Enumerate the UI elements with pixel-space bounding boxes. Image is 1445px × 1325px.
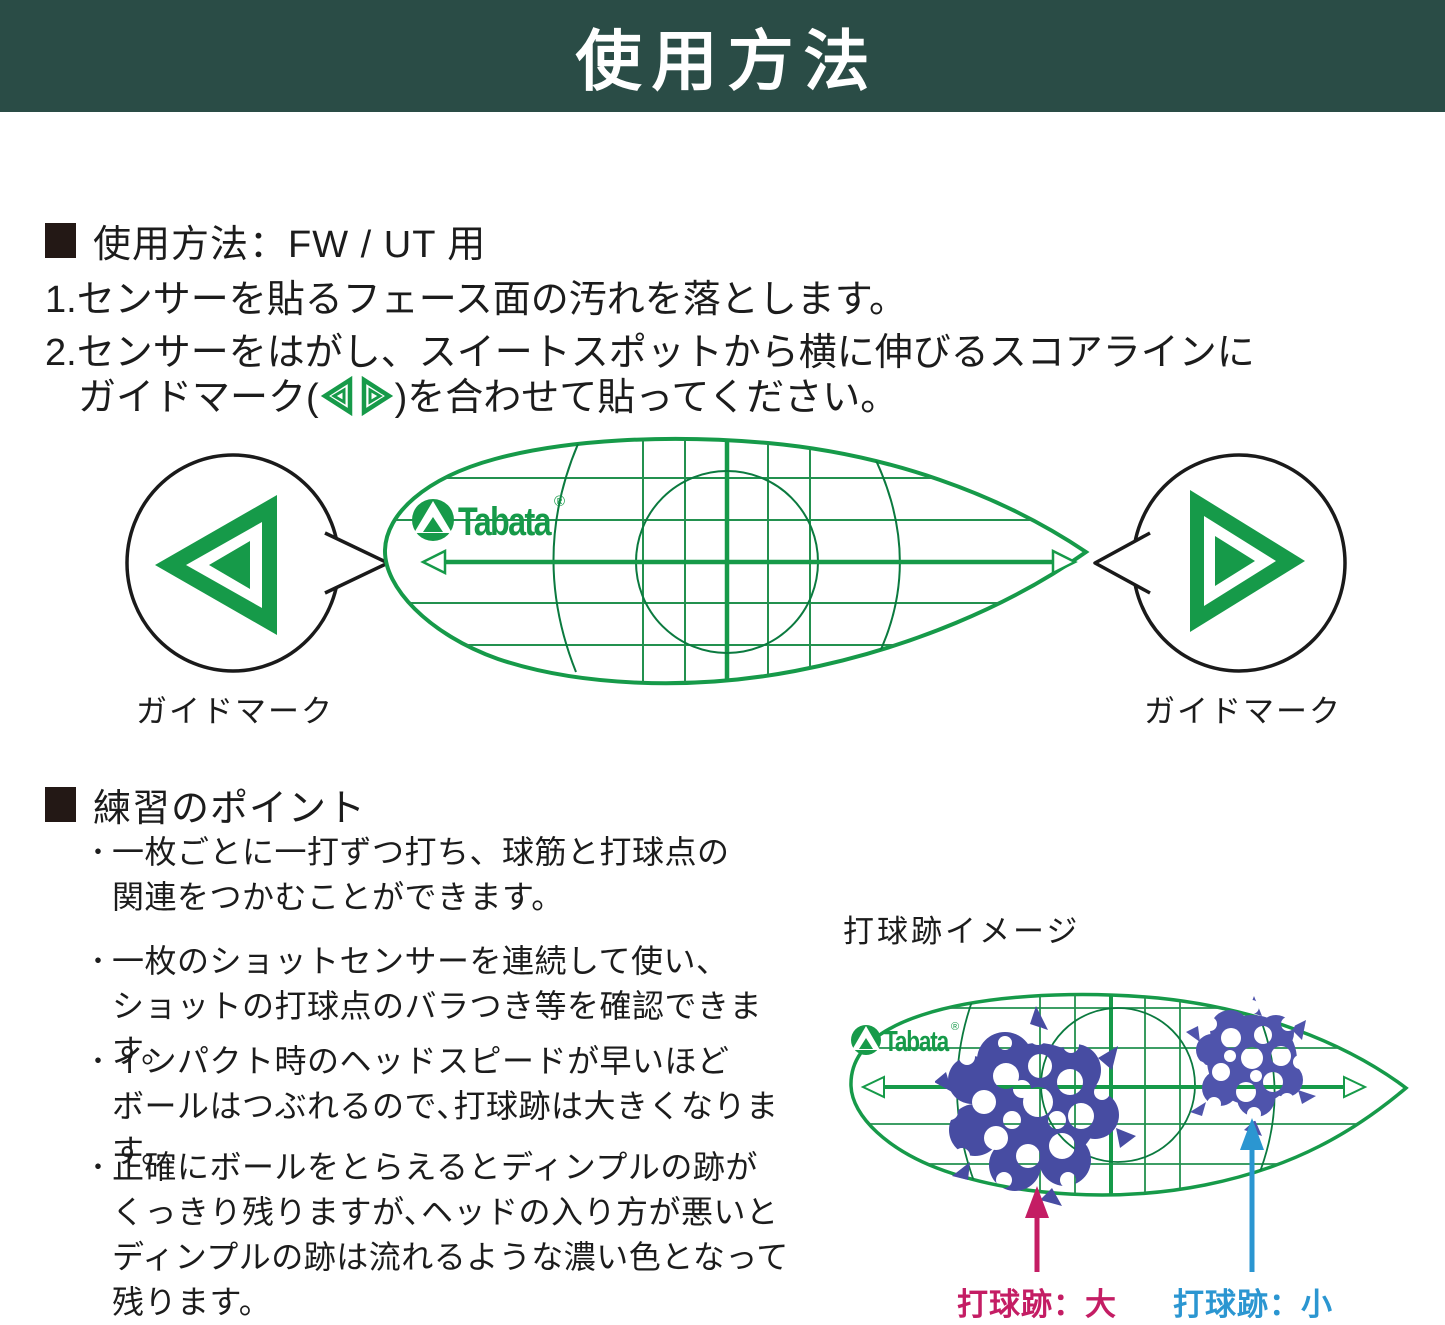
- tabata-logo-text: Tabata: [458, 500, 552, 544]
- step-1-text: 1.センサーを貼るフェース面の汚れを落とします。: [45, 279, 907, 321]
- score-line-arrow: [420, 548, 1078, 576]
- arrow-up-blue-icon: [1240, 1118, 1264, 1272]
- section-heading-practice: 練習のポイント: [45, 777, 366, 832]
- page-title: 使用方法: [575, 24, 880, 98]
- impact-mark-small: [1185, 992, 1320, 1137]
- impact-mark-large: [935, 1000, 1145, 1215]
- practice-point-2-text: 一枚のショットセンサーを連続して使い、 ショットの打球点のバラつき等を確認できま…: [112, 943, 763, 1069]
- guide-mark-label-right: ガイドマーク: [1144, 694, 1342, 729]
- bullet-marker: ・: [85, 946, 112, 976]
- step-2-continued: ガイドマーク( )を合わせて貼ってください。: [78, 366, 898, 421]
- impact-image-caption: 打球跡イメージ: [843, 914, 1081, 949]
- practice-point-4: ・ 正確にボールをとらえるとディンプルの跡が くっきり残りますが､ヘッドの入り方…: [85, 1145, 815, 1325]
- step-2b-suffix: )を合わせて貼ってください。: [394, 377, 899, 419]
- guide-mark-label-left: ガイドマーク: [136, 694, 334, 729]
- bullet-marker: ・: [85, 837, 112, 867]
- impact-marks-diagram: Tabata ®: [849, 992, 1409, 1272]
- title-banner: 使用方法: [0, 0, 1445, 112]
- practice-point-3-text: インパクト時のヘッドスピードが早いほど ボールはつぶれるので､打球跡は大きくなり…: [112, 1043, 779, 1169]
- right-callout-bubble: [1093, 453, 1347, 673]
- practice-point-1: ・ 一枚ごとに一打ずつ打ち、球筋と打球点の 関連をつかむことができます。: [85, 830, 815, 920]
- practice-point-2: ・ 一枚のショットセンサーを連続して使い、 ショットの打球点のバラつき等を確認で…: [85, 939, 815, 1074]
- guide-mark-right-inline-icon: [361, 375, 393, 416]
- left-callout-bubble: [125, 453, 390, 673]
- practice-point-3: ・ インパクト時のヘッドスピードが早いほど ボールはつぶれるので､打球跡は大きく…: [85, 1039, 815, 1174]
- section-marker-icon: [45, 223, 76, 258]
- arrow-up-pink-icon: [1025, 1186, 1049, 1272]
- bullet-marker: ・: [85, 1152, 112, 1182]
- impact-mark-large-label: 打球跡：大: [957, 1287, 1117, 1322]
- bullet-marker: ・: [85, 1046, 112, 1076]
- guide-mark-left-inline-icon: [320, 375, 352, 416]
- step-2-text: 2.センサーをはがし、スイートスポットから横に伸びるスコアラインに: [45, 332, 1255, 374]
- guide-mark-left-icon: [155, 495, 277, 635]
- section-heading-practice-text: 練習のポイント: [93, 788, 367, 830]
- section-heading-usage-text: 使用方法：FW / UT 用: [93, 224, 487, 266]
- practice-point-1-text: 一枚ごとに一打ずつ打ち、球筋と打球点の 関連をつかむことができます。: [112, 834, 730, 915]
- section-heading-usage: 使用方法：FW / UT 用: [45, 213, 486, 268]
- practice-point-4-text: 正確にボールをとらえるとディンプルの跡が くっきり残りますが､ヘッドの入り方が悪…: [112, 1149, 789, 1320]
- impact-mark-small-label: 打球跡：小: [1173, 1287, 1333, 1322]
- step-2b-prefix: ガイドマーク(: [78, 377, 319, 419]
- section-marker-icon: [45, 787, 76, 822]
- tabata-logo-registered-mark: ®: [554, 493, 565, 510]
- guide-mark-right-icon: [1190, 490, 1305, 632]
- sensor-placement-diagram: Tabata ®: [125, 436, 1347, 686]
- tabata-logo: Tabata ®: [412, 493, 565, 544]
